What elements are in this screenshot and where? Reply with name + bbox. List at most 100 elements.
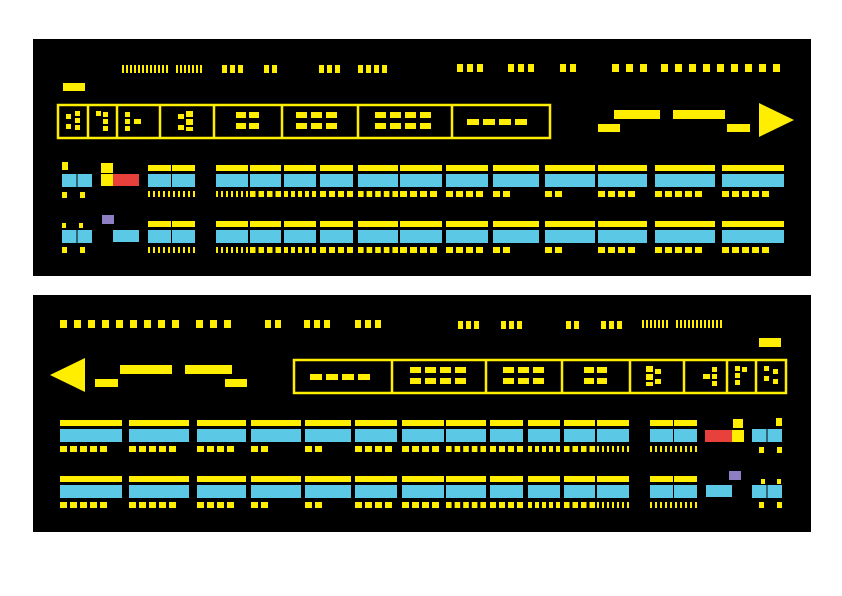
seat-block-header-6 [358, 221, 398, 227]
seat-block-header-11 [564, 476, 595, 482]
seat-dot [695, 502, 697, 508]
seat-dot [291, 191, 295, 197]
seat-block-header-6 [355, 476, 397, 482]
seat-dot [250, 247, 256, 253]
seat-block-header-3 [197, 476, 246, 482]
seat-dot [305, 191, 309, 197]
seat-dot [246, 191, 248, 197]
seat-dot [216, 247, 218, 253]
seat-block-8 [446, 429, 486, 442]
seat-dot [400, 247, 407, 253]
seat-block-9 [490, 429, 523, 442]
seat-dot [169, 502, 176, 508]
seat-dot [503, 247, 510, 253]
seat-dot [685, 191, 692, 197]
seat-block-header-3 [197, 420, 246, 426]
seat-dot [420, 191, 427, 197]
seat-dot [236, 247, 238, 253]
seat-dot [618, 191, 625, 197]
seat-block-12 [655, 174, 715, 187]
seat-dot [446, 502, 452, 508]
panel-top [33, 39, 811, 276]
seat-block-header-4 [284, 165, 316, 171]
seat-dot [503, 191, 510, 197]
seat-dot [602, 502, 604, 508]
seat-block-header-5 [320, 221, 353, 227]
seat-dot [660, 502, 662, 508]
seat-dot [241, 247, 243, 253]
seat-block-12 [655, 230, 715, 243]
seat-block-9 [493, 174, 539, 187]
seat-block-header-7 [402, 476, 444, 482]
seat-dot [70, 446, 77, 452]
seat-dot [670, 502, 672, 508]
seat-dot [675, 446, 677, 452]
seat-block-header-8 [446, 165, 488, 171]
seat-dot [246, 247, 248, 253]
seat-dot [129, 446, 136, 452]
seat-dot [315, 502, 322, 508]
seat-dot [355, 446, 362, 452]
seat-block-3 [250, 230, 281, 243]
seat-block-header-13 [722, 221, 784, 227]
seat-dot [320, 191, 326, 197]
seat-block-8 [446, 485, 486, 498]
seat-dot [655, 191, 662, 197]
panel-top-seat-row-2 [148, 221, 784, 253]
seat-dot [275, 191, 281, 197]
seat-dot [722, 247, 729, 253]
seat-block-header-12 [597, 476, 629, 482]
seat-dot [291, 247, 295, 253]
seat-dot [90, 502, 97, 508]
seat-dot [168, 247, 170, 253]
seat-dot [227, 502, 234, 508]
panel-bottom-seat-row-1 [60, 420, 697, 452]
seat-dot [742, 247, 749, 253]
seat-dot [446, 247, 453, 253]
seat-block-5 [320, 174, 353, 187]
seat-dot [80, 502, 87, 508]
seat-dot [742, 191, 749, 197]
seat-block-3 [197, 485, 246, 498]
seat-dot [665, 247, 672, 253]
seat-dot [607, 502, 609, 508]
seat-block-13 [722, 230, 784, 243]
seat-dot [267, 247, 273, 253]
seat-dot [528, 502, 532, 508]
seat-block-11 [564, 485, 595, 498]
arrow-right-icon [598, 103, 794, 137]
seat-dot [612, 446, 614, 452]
seat-dot [347, 191, 353, 197]
seat-block-11 [598, 230, 647, 243]
seat-dot [432, 446, 439, 452]
seat-dot [752, 191, 759, 197]
seat-dot [545, 191, 552, 197]
seat-block-header-12 [655, 165, 715, 171]
panel-bottom [33, 295, 811, 532]
seat-block-5 [320, 230, 353, 243]
seat-dot [338, 191, 344, 197]
seat-dot [420, 247, 427, 253]
seat-dot [366, 191, 373, 197]
seat-dot [284, 247, 288, 253]
seat-dot [197, 446, 204, 452]
seat-dot [545, 247, 552, 253]
seat-dot [305, 502, 312, 508]
seat-dot [385, 502, 392, 508]
seat-dot [231, 247, 233, 253]
seat-dot [241, 191, 243, 197]
seat-block-header-9 [490, 476, 523, 482]
seat-block-header-1 [60, 420, 122, 426]
seat-dot [607, 446, 609, 452]
seat-block-11 [564, 429, 595, 442]
seat-block-10 [545, 174, 595, 187]
seat-dot [392, 247, 398, 253]
seat-dot [197, 502, 204, 508]
seat-dot [690, 446, 692, 452]
seat-dot [665, 446, 667, 452]
panel-bottom-seat-row-2 [60, 476, 697, 508]
seat-block-header-8 [446, 420, 486, 426]
seat-block-header-5 [305, 476, 351, 482]
seat-dot [556, 446, 560, 452]
